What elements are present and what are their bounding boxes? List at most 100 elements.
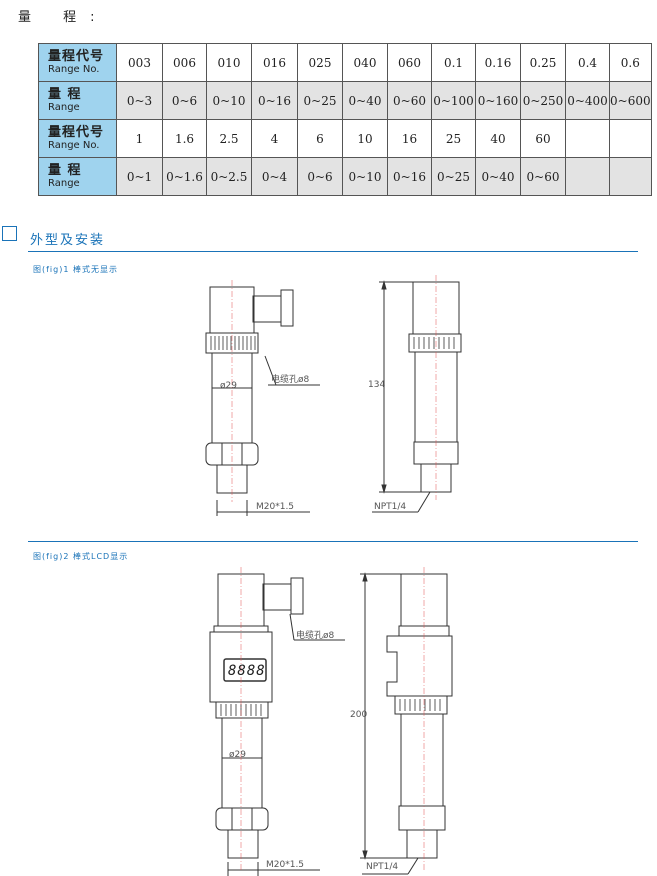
range-cell: 25: [431, 119, 476, 158]
row-header-cn: 量程代号: [48, 124, 105, 140]
row-header-cn: 量 程: [48, 162, 82, 178]
range-cell: 0~3: [116, 81, 163, 120]
fig2-cable-hole: 电缆孔ø8: [296, 631, 335, 641]
range-cell: 0~60: [520, 157, 566, 196]
range-cell: 0~1: [116, 157, 163, 196]
range-cell: 0~10: [206, 81, 252, 120]
range-cell: 10: [342, 119, 388, 158]
range-cell: 025: [297, 43, 343, 82]
fig2-body: [221, 717, 263, 809]
range-cell: 0~16: [251, 81, 298, 120]
range-cell: 0~100: [431, 81, 476, 120]
range-heading: 量 程:: [18, 10, 109, 25]
range-cell: 0~600: [609, 81, 652, 120]
range-cell: 0~2.5: [206, 157, 252, 196]
range-cell: 0~40: [475, 157, 521, 196]
fig1-cable-connector: [252, 295, 282, 323]
row-header-en-text: Range: [48, 101, 80, 113]
range-cell: [609, 119, 652, 158]
fig2-npt-label: NPT1/4: [366, 862, 399, 872]
row-header-en: Range No.: [48, 63, 116, 76]
range-cell: 0~40: [342, 81, 388, 120]
range-cell: 0~4: [251, 157, 298, 196]
fig1-cable-hole: 电缆孔ø8: [271, 375, 310, 385]
range-cell: 003: [116, 43, 163, 82]
row-header-en-text: Range: [48, 177, 80, 189]
fig2-lcd-window: [223, 658, 267, 682]
range-cell: 1: [116, 119, 163, 158]
range-cell: 2.5: [206, 119, 252, 158]
fig2-diameter: ø29: [229, 750, 246, 760]
range-cell: 0.4: [565, 43, 610, 82]
fig2-thread-label: M20*1.5: [266, 860, 305, 870]
row-header-cn: 量程代号: [48, 48, 105, 64]
range-cell: 0~160: [475, 81, 521, 120]
fig2-knurled-ring: [215, 701, 269, 719]
fig2-drawing: [209, 567, 453, 876]
fig2-hex-nut: [215, 807, 269, 831]
fig2-label: 图(fig)2 棒式LCD显示: [33, 552, 129, 561]
range-cell: 0~250: [520, 81, 566, 120]
fig2-thread: [227, 829, 259, 859]
range-cell: 60: [520, 119, 566, 158]
range-cell: 1.6: [162, 119, 207, 158]
fig1-label: 图(fig)1 棒式无显示: [33, 265, 118, 274]
range-cell: [565, 157, 610, 196]
range-cell: 0.16: [475, 43, 521, 82]
range-cell: 0~1.6: [162, 157, 207, 196]
range-cell: [565, 119, 610, 158]
row-header-cn: 量 程: [48, 86, 82, 102]
range-cell: 010: [206, 43, 252, 82]
fig2-side-lcd-housing: [386, 635, 453, 697]
fig1-thread-label: M20*1.5: [256, 502, 295, 512]
fig2-side-hex: [398, 805, 446, 831]
row-header-en-text: Range No.: [48, 63, 100, 75]
fig-divider: [28, 541, 638, 542]
range-cell: 060: [387, 43, 432, 82]
range-cell: 16: [387, 119, 432, 158]
range-cell: 0.1: [431, 43, 476, 82]
fig2-lcd-digits: 8888: [228, 663, 266, 679]
row-header-en: Range: [48, 177, 116, 190]
range-cell: 006: [162, 43, 207, 82]
range-cell: 0.25: [520, 43, 566, 82]
fig1-npt-label: NPT1/4: [374, 502, 407, 512]
range-cell: 40: [475, 119, 521, 158]
range-cell: 0~400: [565, 81, 610, 120]
section-title: 外型及安装: [30, 233, 106, 248]
fig1-side-ring: [408, 333, 462, 353]
fig2-height: 200: [350, 710, 368, 720]
row-header-en: Range: [48, 101, 116, 114]
range-cell: 0~60: [387, 81, 432, 120]
section-rule: [28, 251, 638, 252]
section-checkbox-icon: [2, 226, 17, 241]
range-cell: 040: [342, 43, 388, 82]
fig1-diameter: ø29: [220, 381, 237, 391]
range-cell: 016: [251, 43, 298, 82]
row-header-en-text: Range No.: [48, 139, 100, 151]
fig2-side-thread: [406, 829, 438, 859]
range-cell: 0~25: [297, 81, 343, 120]
range-cell: 6: [297, 119, 343, 158]
range-cell: 0~16: [387, 157, 432, 196]
fig1-height: 134: [368, 380, 386, 390]
fig1-cable-nut: [280, 289, 294, 327]
fig2-side-body: [400, 713, 444, 807]
fig2-side-ring: [394, 695, 448, 715]
row-header-en: Range No.: [48, 139, 116, 152]
range-cell: 0~25: [431, 157, 476, 196]
range-cell: [609, 157, 652, 196]
fig2-cable-connector: [262, 583, 292, 611]
range-cell: 4: [251, 119, 298, 158]
fig2-cable-nut: [290, 577, 304, 615]
range-cell: 0~6: [297, 157, 343, 196]
